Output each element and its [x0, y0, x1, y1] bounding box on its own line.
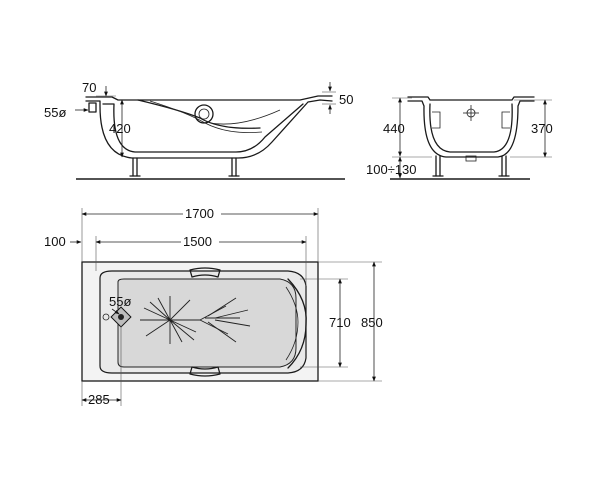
- side-legs: [129, 157, 240, 177]
- dim-end-inner-depth: 370: [531, 121, 553, 136]
- side-tub-inner: [102, 103, 304, 153]
- end-tub-inner: [429, 103, 513, 153]
- plan-antislip-pattern: [140, 296, 251, 344]
- dim-rim-height: 70: [82, 80, 96, 95]
- dim-overall-width: 850: [361, 315, 383, 330]
- dim-overall-length: 1700: [185, 206, 214, 221]
- side-overflow-pipe: [88, 102, 97, 113]
- side-overflow-inner: [198, 108, 210, 120]
- plan-handle-bottom: [189, 366, 221, 377]
- side-tub-outline: [85, 99, 333, 159]
- dim-drain-offset: 285: [88, 392, 110, 407]
- plan-view: 1700 1500 100 55ø 710 850 285: [44, 206, 383, 407]
- side-overflow-ring: [194, 104, 214, 124]
- plan-handle-top: [189, 267, 221, 278]
- dim-side-overflow-diameter: 55ø: [44, 105, 66, 120]
- dim-end-total-height: 440: [383, 121, 405, 136]
- dim-tub-depth: 420: [109, 121, 131, 136]
- end-tub-rim: [407, 96, 535, 101]
- side-handle-curve: [209, 109, 281, 125]
- end-handle-right: [501, 111, 510, 129]
- dim-end-offset: 100: [44, 234, 66, 249]
- plan-right-curve: [287, 278, 307, 369]
- end-handle-left: [432, 111, 441, 129]
- dim-leg-range: 100÷130: [366, 162, 417, 177]
- dim-rim-edge: 50: [339, 92, 353, 107]
- side-tub-rim: [85, 95, 333, 101]
- plan-drain-center: [118, 314, 124, 320]
- plan-right-curve-inner: [285, 286, 299, 361]
- dim-drain-diameter: 55ø: [109, 294, 131, 309]
- end-view: 440 370 100÷130: [366, 96, 553, 180]
- dim-inner-length: 1500: [183, 234, 212, 249]
- end-tub-outline: [407, 100, 535, 158]
- dim-inner-width: 710: [329, 315, 351, 330]
- end-legs: [432, 155, 510, 177]
- plan-overflow-hole: [102, 313, 110, 321]
- side-handle-groove: [137, 99, 261, 129]
- side-view: 70 55ø 420 50: [44, 80, 353, 180]
